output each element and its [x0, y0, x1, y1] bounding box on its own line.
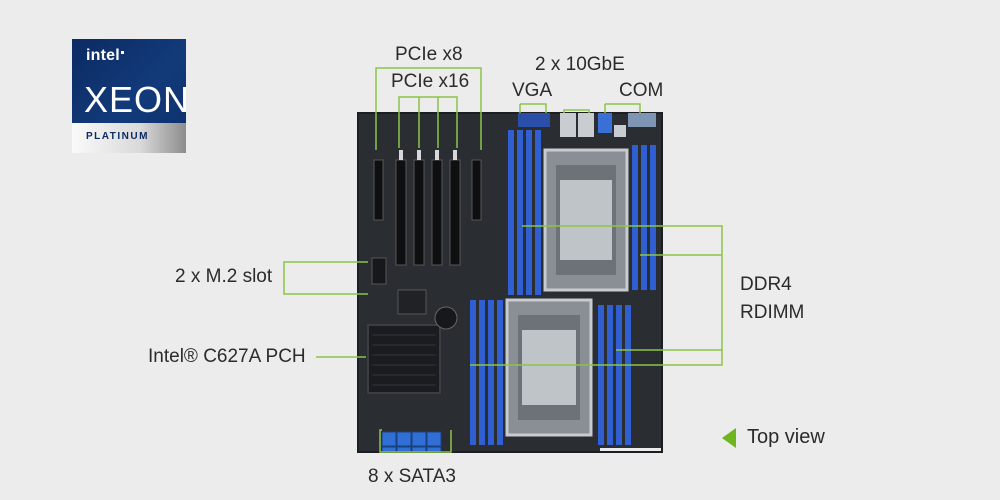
pcie-latches: [399, 150, 457, 160]
label-vga: VGA: [512, 80, 553, 101]
label-pcie-x16: PCIe x16: [391, 71, 470, 92]
cpu-socket-2: [505, 298, 593, 437]
label-pch: Intel® C627A PCH: [148, 346, 306, 367]
dimm-bank-3: [470, 300, 503, 445]
com-connector: [628, 113, 656, 127]
label-10gbe: 2 x 10GbE: [535, 54, 625, 75]
m2-connector: [371, 257, 387, 285]
intel-xeon-badge: intel XEON PLATINUM: [72, 39, 186, 153]
label-ddr4: DDR4: [740, 274, 792, 295]
dimm-bank-2: [632, 145, 656, 290]
cmos-battery: [434, 306, 458, 330]
callout-lines: [283, 67, 723, 453]
dimm-bank-4: [598, 305, 631, 445]
label-top-view: Top view: [747, 426, 825, 448]
badge-tier-band: PLATINUM: [72, 123, 186, 153]
label-com: COM: [619, 80, 664, 101]
badge-brand: intel: [86, 47, 124, 65]
pch-heatsink: [367, 324, 441, 394]
lan-port-1: [560, 113, 576, 137]
label-rdimm: RDIMM: [740, 302, 805, 323]
badge-product: XEON: [84, 79, 186, 120]
label-sata: 8 x SATA3: [368, 466, 456, 487]
vga-connector: [518, 113, 550, 127]
usb-port: [598, 113, 612, 133]
dimm-bank-1: [508, 130, 541, 295]
rear-io: [518, 113, 656, 137]
bmc-chip: [397, 289, 427, 315]
badge-tier: PLATINUM: [86, 131, 149, 142]
cpu-socket-1: [543, 148, 629, 292]
sata-ports: [381, 431, 442, 453]
lan-port-2: [578, 113, 594, 137]
label-pcie-x8: PCIe x8: [395, 44, 463, 65]
label-m2-slot: 2 x M.2 slot: [175, 266, 273, 287]
triangle-left-icon: [722, 428, 736, 448]
